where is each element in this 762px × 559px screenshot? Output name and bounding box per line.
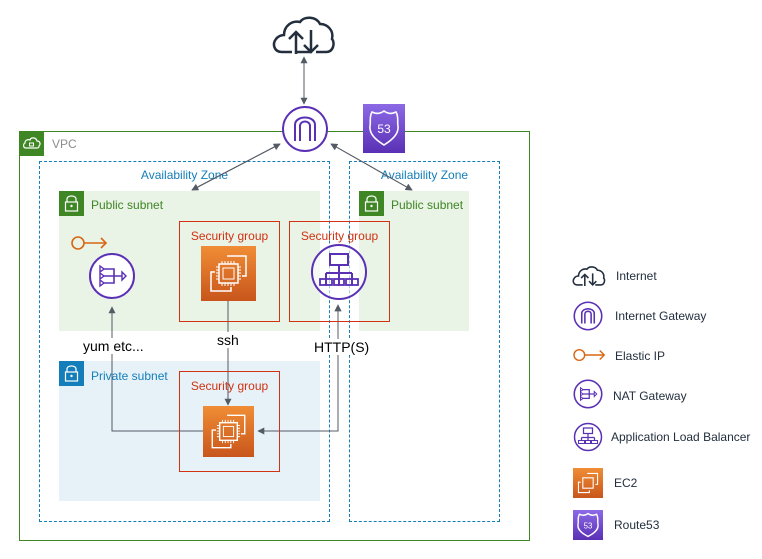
nat-gateway-icon xyxy=(89,253,135,299)
ec2-icon xyxy=(573,468,603,498)
lock-icon xyxy=(64,365,79,382)
load-balancer-icon xyxy=(311,244,367,300)
legend-label-internet-gateway: Internet Gateway xyxy=(615,309,707,323)
legend-label-nat-gateway: NAT Gateway xyxy=(613,389,687,403)
lock-icon xyxy=(64,195,79,212)
vpc-cloud-lock-icon xyxy=(23,137,41,149)
route53-icon: 53 xyxy=(573,510,603,540)
legend-label-route53: Route53 xyxy=(614,518,660,532)
private-subnet-badge xyxy=(59,361,84,386)
private-subnet-label: Private subnet xyxy=(91,369,168,383)
lock-icon xyxy=(364,195,379,212)
legend-label-application-load-balancer: Application Load Balancer xyxy=(611,430,751,444)
load-balancer-icon xyxy=(573,422,603,452)
vpc-container xyxy=(19,131,530,541)
legend: Internet Internet Gateway Elastic IP NAT… xyxy=(570,262,760,552)
internet-cloud-icon xyxy=(272,16,335,54)
public-subnet-right-label: Public subnet xyxy=(391,198,464,212)
ssh-label: ssh xyxy=(216,332,240,348)
public-subnet-left-label: Public subnet xyxy=(91,198,164,212)
yum-label: yum etc... xyxy=(82,338,145,354)
legend-label-elastic-ip: Elastic IP xyxy=(615,349,666,363)
security-group-label: Security group xyxy=(190,229,269,243)
http-label: HTTP(S) xyxy=(313,339,371,355)
internet-gateway-icon xyxy=(282,106,328,152)
security-group-label: Security group xyxy=(300,229,379,243)
arrow-igw-az1 xyxy=(191,143,281,191)
ec2-public-icon xyxy=(201,246,256,301)
route53-badge-text: 53 xyxy=(377,122,391,136)
internet-cloud-icon xyxy=(572,266,606,287)
nat-gateway-icon xyxy=(573,379,603,409)
arrow-igw-az2 xyxy=(330,143,413,191)
route53-badge-text: 53 xyxy=(584,522,593,531)
elastic-ip-icon xyxy=(71,236,108,250)
legend-label-internet: Internet xyxy=(616,269,657,283)
internet-gateway-icon xyxy=(573,301,603,331)
security-group-public-ec2: Security group xyxy=(179,221,280,322)
vpc-label: VPC xyxy=(52,137,77,151)
security-group-alb: Security group xyxy=(289,221,390,322)
security-group-private-ec2: Security group xyxy=(179,371,280,472)
elastic-ip-icon xyxy=(573,348,606,362)
legend-label-ec2: EC2 xyxy=(614,476,638,490)
public-subnet-right-badge xyxy=(359,191,384,216)
public-subnet-left-badge xyxy=(59,191,84,216)
ec2-private-icon xyxy=(203,406,254,457)
security-group-label: Security group xyxy=(190,379,269,393)
vpc-badge xyxy=(19,131,44,156)
